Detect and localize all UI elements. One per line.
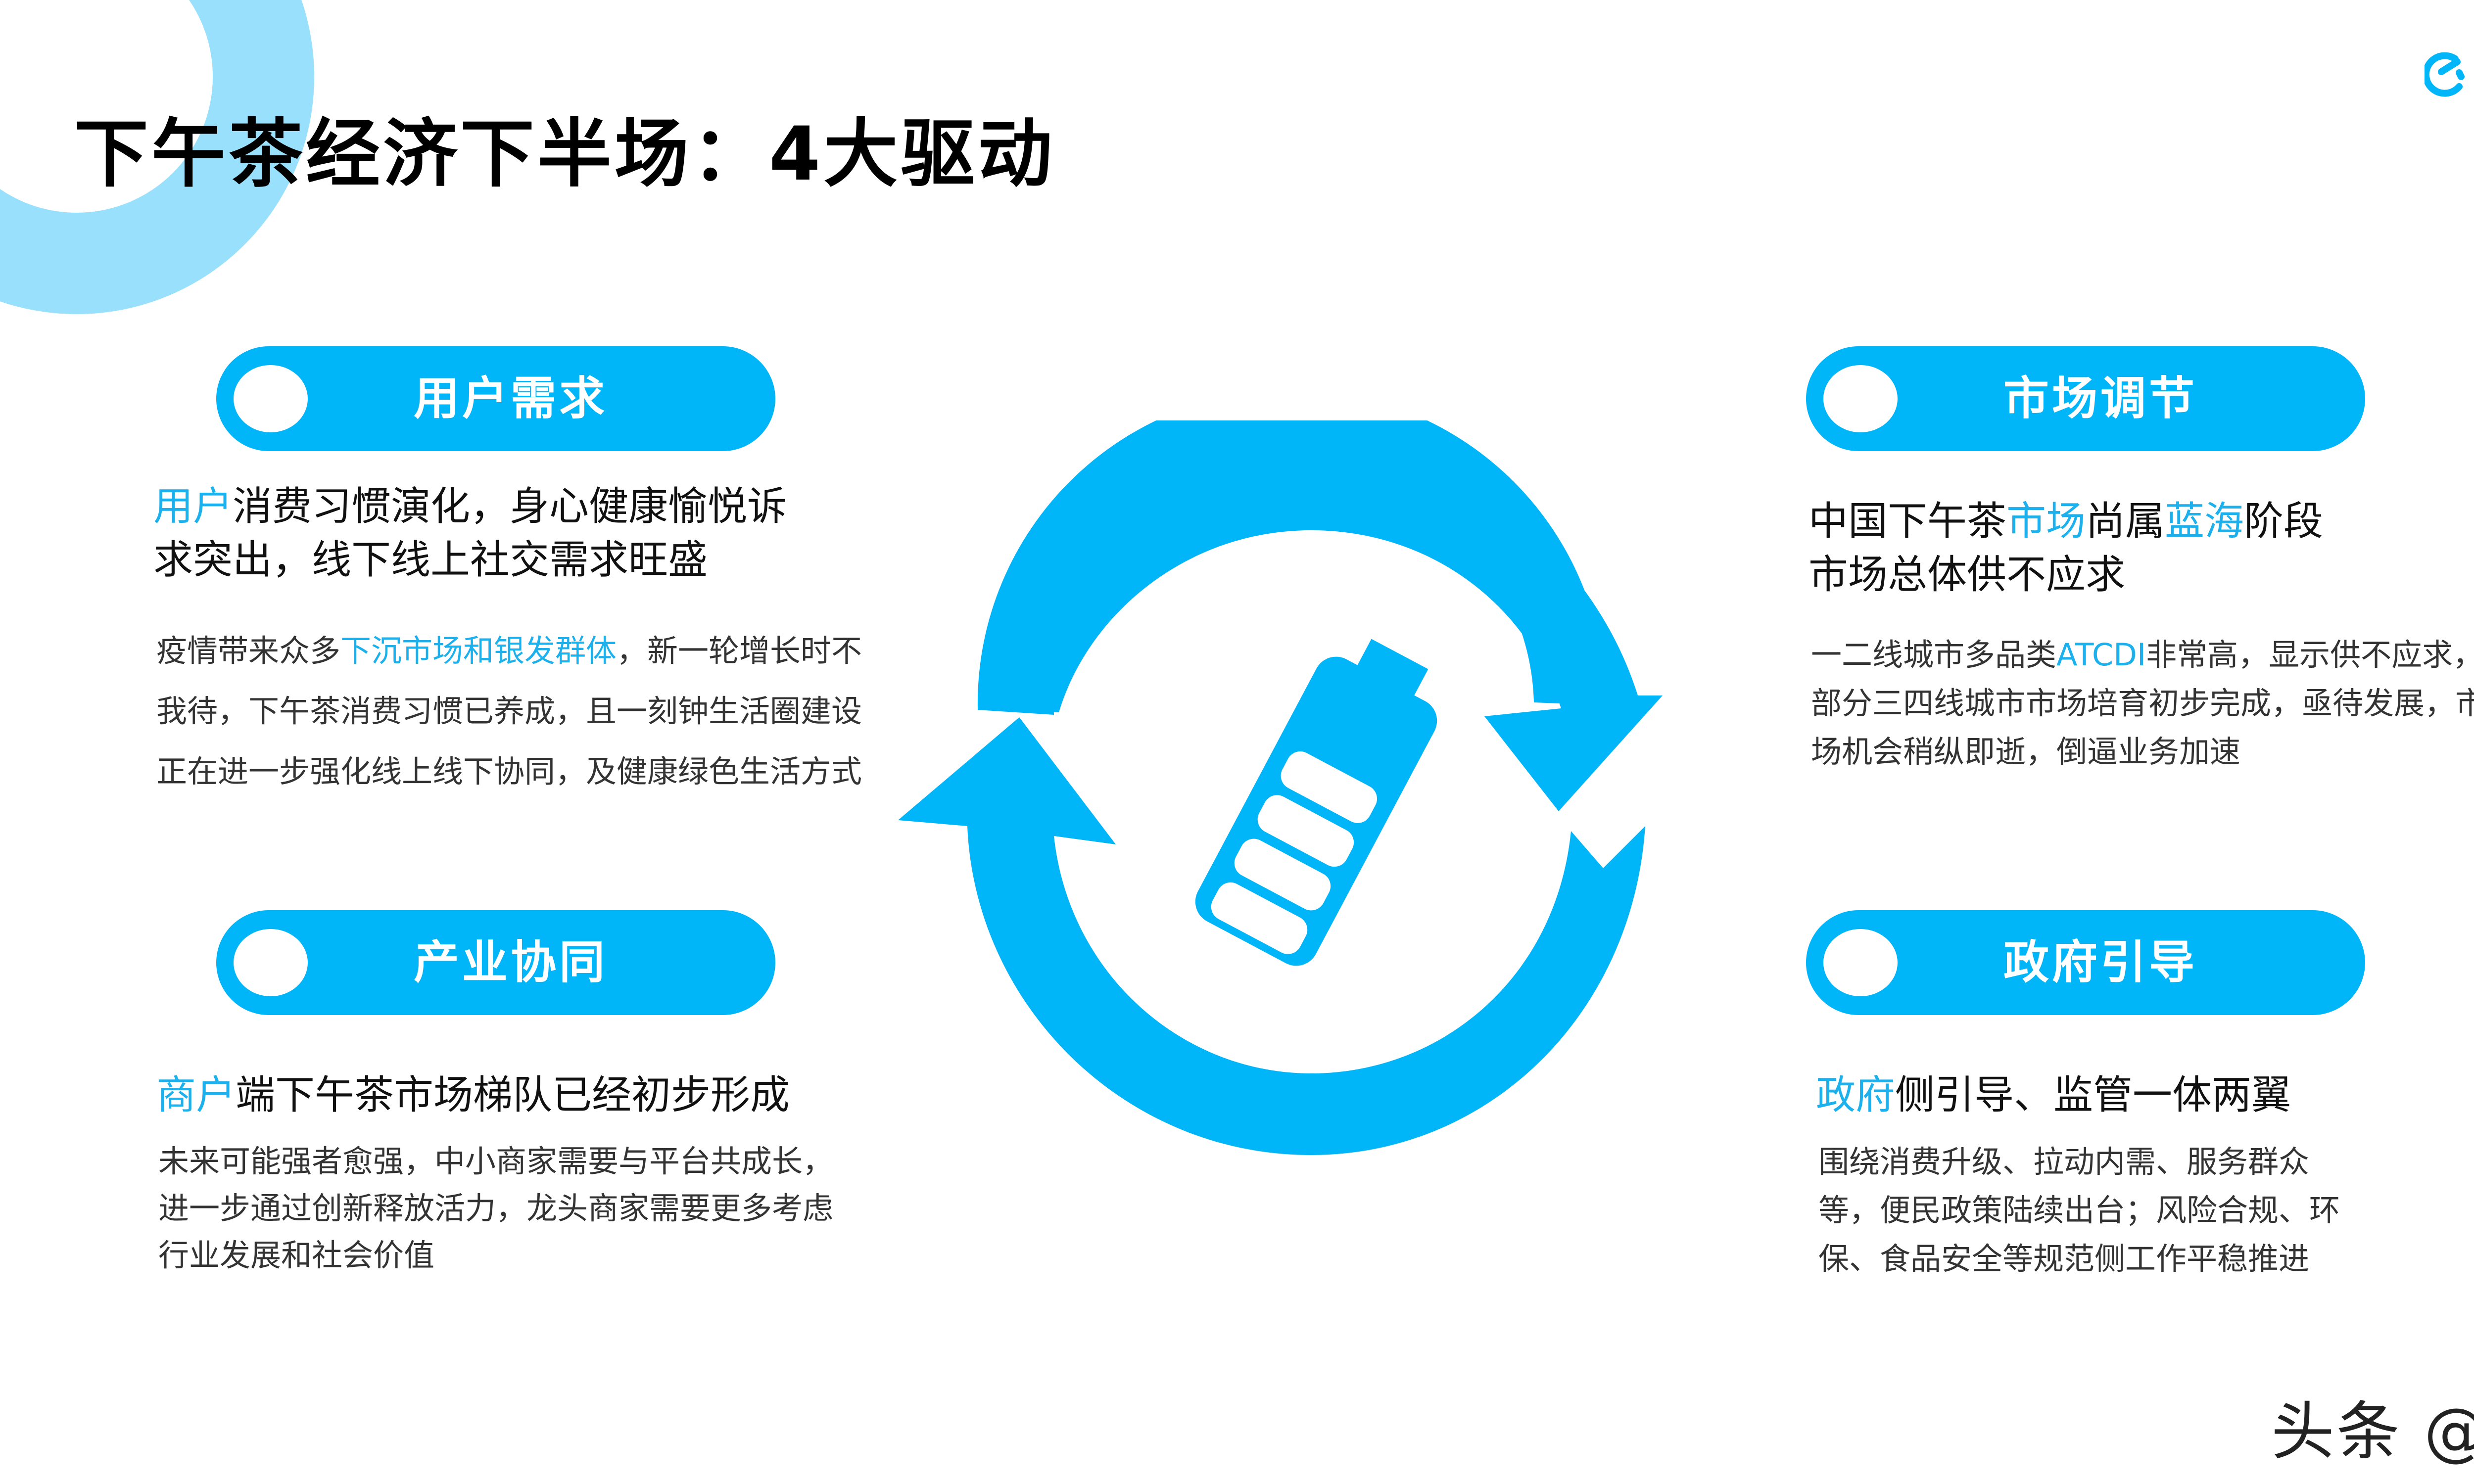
page-title: 下午茶经济下半场：4大驱动 (74, 111, 1055, 197)
body-line: 部分三四线城市市场培育初步完成，亟待发展，市 (1811, 685, 2474, 721)
pill-dot-icon (234, 929, 308, 996)
eleme-logo-icon: 饿了么 (2425, 52, 2465, 97)
driver-pill-government-guidance: 政府引导 (1806, 910, 2365, 1015)
body-line: 行业发展和社会价值 (158, 1237, 435, 1273)
driver-body: 疫情带来众多下沉市场和银发群体，新一轮增长时不 我待，下午茶消费习惯已养成，且一… (156, 621, 862, 802)
body-line: 疫情带来众多下沉市场和银发群体，新一轮增长时不 (156, 633, 862, 669)
driver-pill-industry-synergy: 产业协同 (216, 910, 775, 1015)
battery-cycle-graphic (891, 420, 1732, 1162)
body-line: 一二线城市多品类ATCDI非常高，显示供不应求， (1811, 637, 2474, 673)
driver-headline: 商户端下午茶市场梯队已经初步形成 (156, 1072, 790, 1118)
watermark: 头条 @认是 (2271, 1395, 2474, 1469)
driver-headline: 中国下午茶市场尚属蓝海阶段 市场总体供不应求 (1808, 498, 2323, 598)
driver-pill-market-regulation: 市场调节 (1806, 346, 2365, 451)
driver-label: 市场调节 (2003, 372, 2197, 425)
driver-body: 一二线城市多品类ATCDI非常高，显示供不应求， 部分三四线城市市场培育初步完成… (1811, 631, 2474, 776)
driver-body: 围绕消费升级、拉动内需、服务群众 等，便民政策陆续出台；风险合规、环 保、食品安… (1818, 1138, 2340, 1283)
driver-headline: 政府侧引导、监管一体两翼 (1816, 1072, 2291, 1118)
driver-label: 用户需求 (413, 372, 608, 425)
eleme-logo: 饿了么 (2425, 47, 2474, 101)
body-line: 正在进一步强化线上线下协同，及健康绿色生活方式 (156, 753, 862, 789)
driver-body: 未来可能强者愈强，中小商家需要与平台共成长， 进一步通过创新释放活力，龙头商家需… (158, 1138, 833, 1279)
body-line: 我待，下午茶消费习惯已养成，且一刻钟生活圈建设 (156, 693, 862, 729)
body-line: 围绕消费升级、拉动内需、服务群众 (1818, 1144, 2310, 1180)
pill-dot-icon (234, 365, 308, 432)
driver-headline: 用户消费习惯演化，身心健康愉悦诉 求突出，线下线上社交需求旺盛 (153, 483, 787, 583)
driver-pill-user-demand: 用户需求 (216, 346, 775, 451)
pill-dot-icon (1823, 365, 1898, 432)
driver-label: 政府引导 (2003, 936, 2197, 989)
pill-dot-icon (1823, 929, 1898, 996)
body-line: 进一步通过创新释放活力，龙头商家需要更多考虑 (158, 1190, 834, 1226)
battery-cycle-icon (898, 420, 1663, 1155)
body-line: 等，便民政策陆续出台；风险合规、环 (1818, 1192, 2340, 1228)
body-line: 保、食品安全等规范侧工作平稳推进 (1818, 1241, 2310, 1277)
body-line: 未来可能强者愈强，中小商家需要与平台共成长， (158, 1143, 834, 1179)
body-line: 场机会稍纵即逝，倒逼业务加速 (1811, 734, 2241, 770)
driver-label: 产业协同 (413, 936, 608, 989)
